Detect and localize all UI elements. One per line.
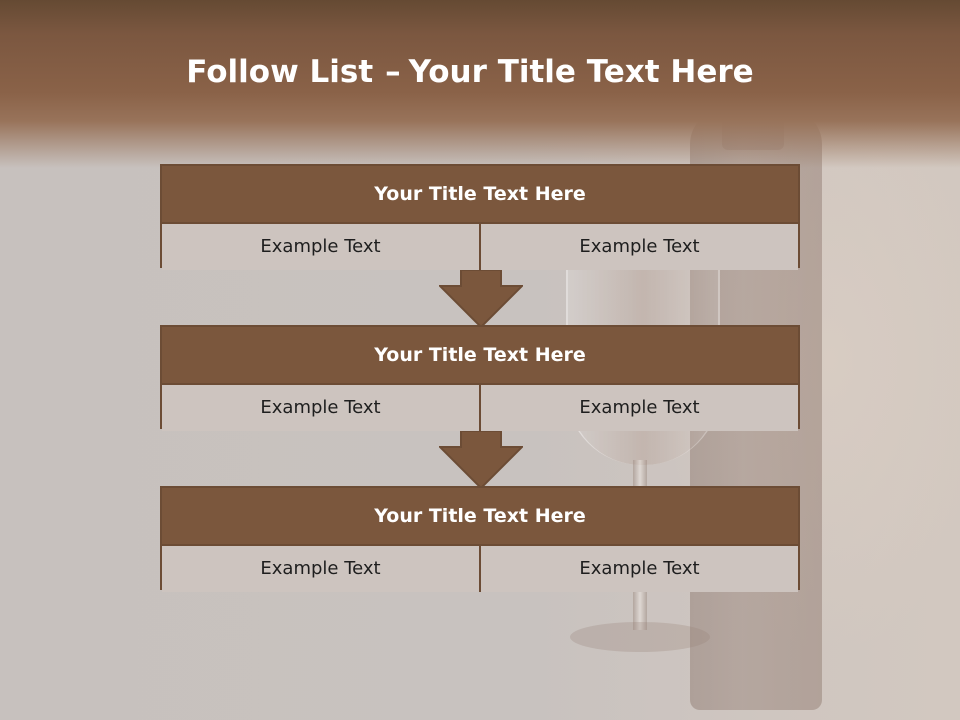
- down-arrow-icon-2: [439, 431, 523, 489]
- step-box-1: Your Title Text Here Example Text Exampl…: [160, 164, 800, 270]
- step-3-right-cell: Example Text: [479, 546, 798, 592]
- slide-title-bold: Follow List: [186, 54, 374, 90]
- slide-title-rest: Your Title Text Here: [408, 54, 754, 90]
- step-header-1: Your Title Text Here: [162, 166, 798, 224]
- step-box-2: Your Title Text Here Example Text Exampl…: [160, 325, 800, 431]
- down-arrow-icon-1: [439, 270, 523, 328]
- slide-title-dash: –: [385, 54, 401, 90]
- step-row-2: Example Text Example Text: [162, 385, 798, 431]
- step-header-3: Your Title Text Here: [162, 488, 798, 546]
- header-band: [0, 0, 960, 168]
- slide-title: Follow List–Your Title Text Here: [0, 54, 940, 90]
- step-1-left-cell: Example Text: [162, 224, 479, 270]
- step-row-1: Example Text Example Text: [162, 224, 798, 270]
- step-row-3: Example Text Example Text: [162, 546, 798, 592]
- step-header-2: Your Title Text Here: [162, 327, 798, 385]
- step-3-left-cell: Example Text: [162, 546, 479, 592]
- step-2-left-cell: Example Text: [162, 385, 479, 431]
- step-2-right-cell: Example Text: [479, 385, 798, 431]
- step-1-right-cell: Example Text: [479, 224, 798, 270]
- step-box-3: Your Title Text Here Example Text Exampl…: [160, 486, 800, 592]
- wine-glass-foot-image: [570, 622, 710, 652]
